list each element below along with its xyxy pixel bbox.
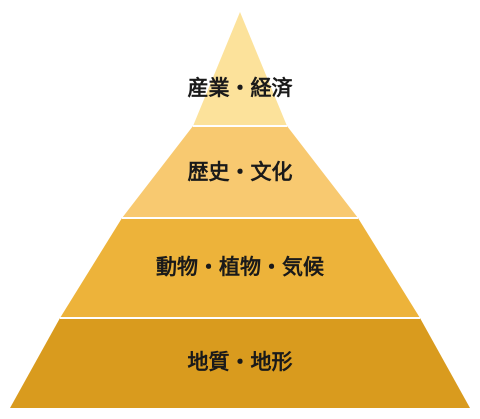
pyramid-tier-1-label: 産業・経済	[188, 76, 294, 100]
pyramid-tier-3-shape	[60, 218, 420, 318]
pyramid-tier-2-label: 歴史・文化	[188, 160, 293, 184]
pyramid-tier-1-shape	[193, 12, 287, 126]
pyramid-tier-3-label: 動物・植物・気候	[156, 255, 325, 279]
pyramid-tier-2-shape	[122, 126, 358, 218]
pyramid-tier-4-label: 地質・地形	[188, 350, 293, 374]
pyramid-tier-4-shape	[10, 318, 470, 408]
